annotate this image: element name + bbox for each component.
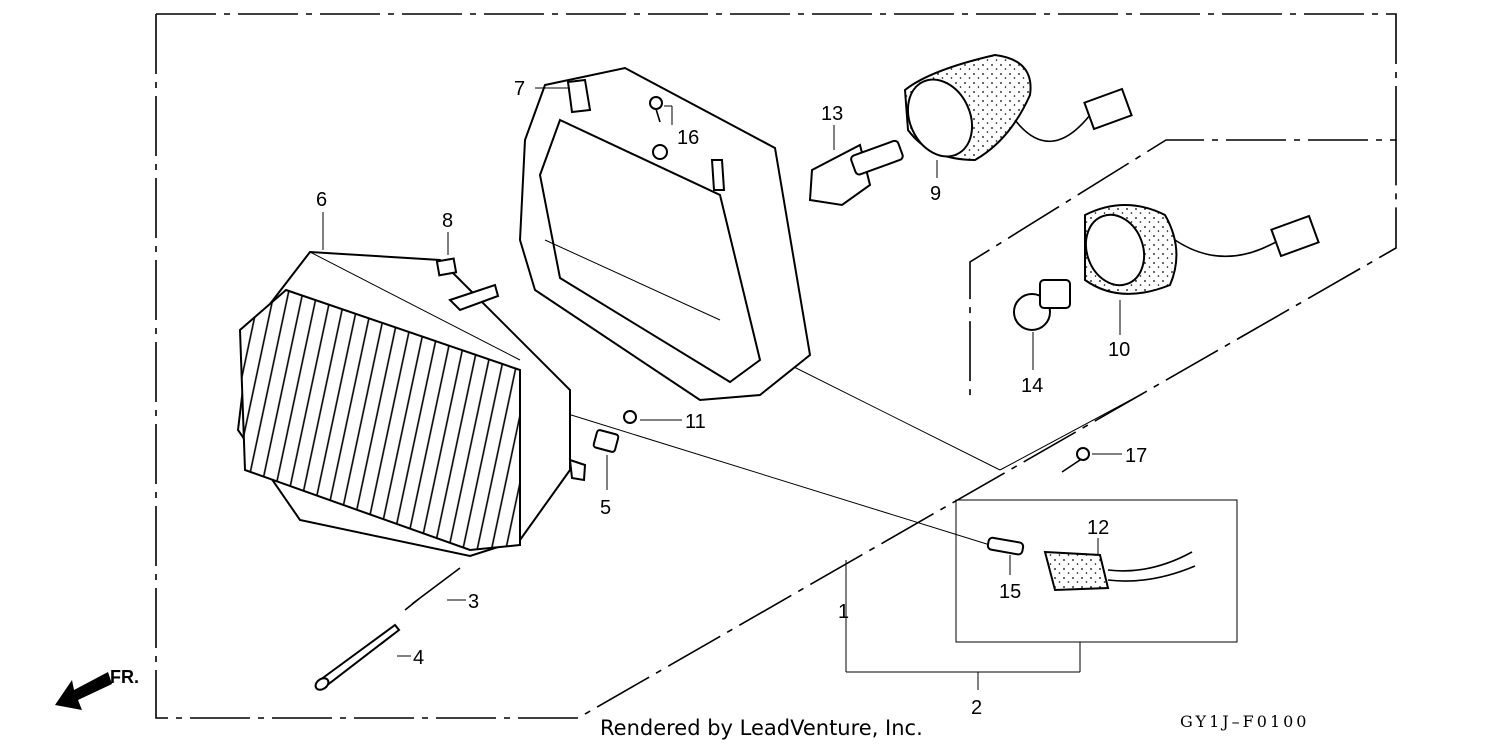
nut-5 <box>592 429 620 453</box>
headlight-case <box>518 66 812 402</box>
callout-leaders <box>322 87 1122 657</box>
socket-10 <box>1084 204 1320 295</box>
assembly-frame <box>155 13 1397 719</box>
callout-1: 1 <box>838 601 849 623</box>
adjusting-screw-4 <box>314 623 401 691</box>
callout-4: 4 <box>413 647 424 669</box>
callout-13: 13 <box>821 103 843 125</box>
bulb-15 <box>986 536 1025 556</box>
direction-label: FR. <box>110 667 139 687</box>
callout-5: 5 <box>600 497 611 519</box>
grommet-11 <box>623 410 637 424</box>
socket-9 <box>903 53 1133 162</box>
screw-17 <box>1061 447 1090 473</box>
bulb-13 <box>808 139 904 207</box>
leader-lines <box>567 364 1141 546</box>
socket-12 <box>1043 550 1196 592</box>
callout-3: 3 <box>468 591 479 613</box>
callout-2: 2 <box>971 697 982 719</box>
credit-text: Rendered by LeadVenture, Inc. <box>600 716 923 740</box>
callout-9: 9 <box>930 183 941 205</box>
callout-8: 8 <box>442 210 453 232</box>
callout-numbers: 1 2 3 4 5 6 7 8 9 10 11 12 13 14 15 16 1… <box>316 78 1147 719</box>
diagram-code: GY1J–F0100 <box>1180 712 1310 731</box>
front-arrow-icon: FR. <box>55 667 139 710</box>
bulb-14 <box>1013 279 1071 331</box>
bolt-16 <box>649 96 663 123</box>
headlight-unit <box>236 250 587 558</box>
callout-11: 11 <box>685 411 706 433</box>
callout-6: 6 <box>316 189 327 211</box>
callout-14: 14 <box>1021 375 1043 397</box>
callout-16: 16 <box>677 127 699 149</box>
group-bracket <box>845 499 1238 690</box>
clip-8 <box>435 257 458 277</box>
callout-17: 17 <box>1125 445 1147 467</box>
callout-7: 7 <box>514 78 525 100</box>
callout-12: 12 <box>1087 517 1109 539</box>
callout-15: 15 <box>999 581 1021 603</box>
callout-10: 10 <box>1108 339 1130 361</box>
spring-3 <box>404 567 461 611</box>
